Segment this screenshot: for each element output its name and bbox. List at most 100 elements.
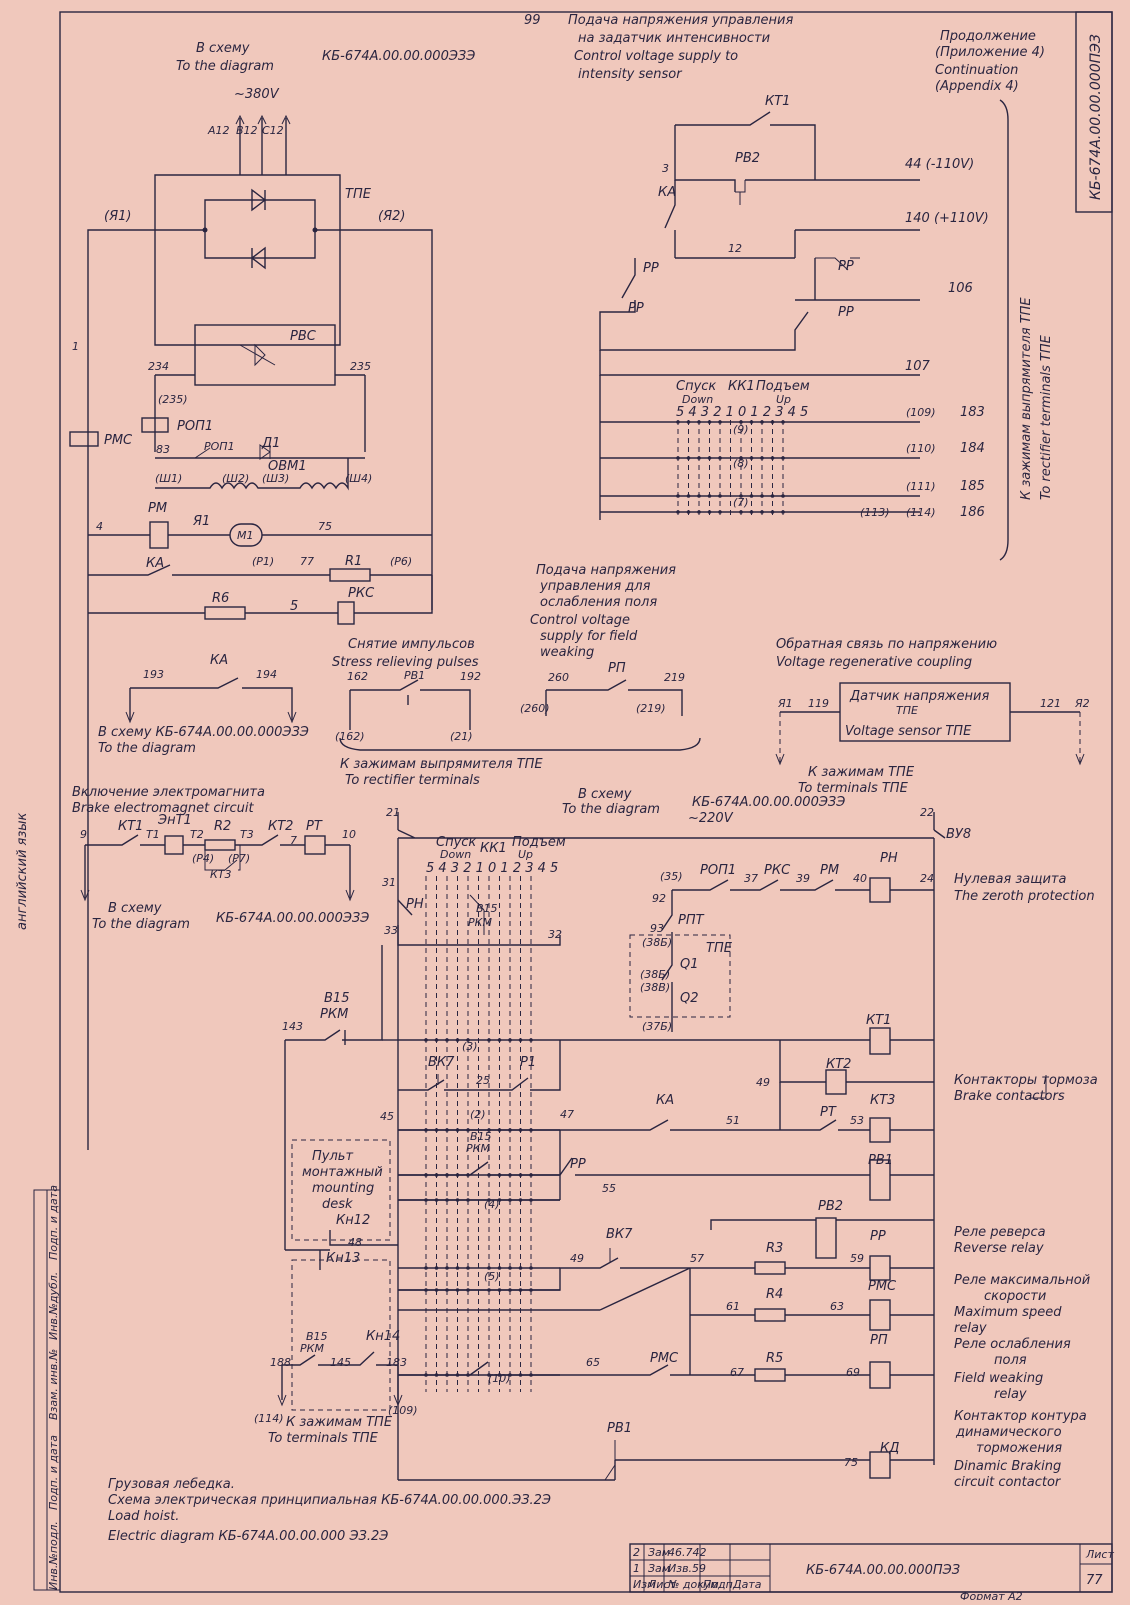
ml-n219p: (219) xyxy=(636,702,666,715)
cc-rp: РП xyxy=(870,1333,888,1348)
tr-title-ru-2: на задатчик интенсивности xyxy=(578,31,770,46)
stamp-cell: 2 xyxy=(633,1546,640,1559)
cc-q1: Q1 xyxy=(680,957,699,972)
r5-resistor xyxy=(754,1368,786,1382)
cc-zero-ru: Нулевая защита xyxy=(954,872,1067,887)
ml-n193: 193 xyxy=(143,668,164,681)
kt2-coil xyxy=(825,1069,847,1095)
cc-kt3: КТ3 xyxy=(870,1093,895,1108)
kk1-contact-dot xyxy=(739,456,743,460)
ml-field-en-2: supply for field xyxy=(540,629,638,644)
cc-n109p: (109) xyxy=(388,1404,418,1417)
kk1-contact-dot xyxy=(781,494,785,498)
kk1-contact-dot xyxy=(749,420,754,424)
kk1-contact-dot xyxy=(707,510,712,514)
cc-vu8: ВУ8 xyxy=(946,827,971,842)
r4-resistor xyxy=(754,1308,786,1322)
kk1-contact-dot xyxy=(770,494,775,498)
kk1-contact-dot xyxy=(676,456,680,460)
kk1-contact-dot xyxy=(676,510,680,514)
kk1-contact-dot xyxy=(718,420,722,424)
cc-n24: 24 xyxy=(920,872,934,885)
cc-dyn-en-1: Dinamic Braking xyxy=(954,1459,1061,1474)
cc-v15: В15 xyxy=(476,902,498,915)
tl-tpe: ТПЕ xyxy=(345,187,372,202)
tl-d1: Д1 xyxy=(261,436,280,451)
side-code: КБ-674А.00.00.000ПЭЗ xyxy=(1088,34,1104,200)
tl-r1: R1 xyxy=(345,554,362,569)
ml-ka: КА xyxy=(210,653,228,668)
cc-desk-en-1: mounting xyxy=(312,1181,374,1196)
ml-n21p: (21) xyxy=(450,730,473,743)
cc-n21: 21 xyxy=(386,806,400,819)
kk1-contact-dot xyxy=(487,1373,491,1377)
cc-rev-en: Reverse relay xyxy=(954,1241,1044,1256)
kk1-contact-dot xyxy=(466,1038,470,1042)
cc-n75: 75 xyxy=(844,1456,858,1469)
tl-sh4: (Ш4) xyxy=(345,472,372,485)
tr-row4-mid: (114) xyxy=(906,506,936,519)
kk1-contact-dot xyxy=(424,1266,428,1270)
stamp-cell: Зам xyxy=(648,1546,670,1559)
ml-rp: РП xyxy=(608,661,626,676)
cc-header-volt: ~220V xyxy=(688,811,734,826)
tl-to-scheme-en: To the diagram xyxy=(176,59,274,74)
tr-n140: 140 (+110V) xyxy=(905,211,989,226)
cc-n57: 57 xyxy=(690,1252,704,1265)
tl-p6: (Р6) xyxy=(390,555,412,568)
cc-vk7: ВК7 xyxy=(428,1055,455,1070)
cc-rkmb: РКМ xyxy=(320,1007,348,1022)
tr-continuation-4: (Appendix 4) xyxy=(935,79,1019,94)
cc-rv1b: РВ1 xyxy=(607,1421,632,1436)
cc-rm: РМ xyxy=(820,863,839,878)
kk1-contact-dot xyxy=(718,510,722,514)
cc-rms: РМС xyxy=(868,1279,897,1294)
rv2-coil xyxy=(815,1217,837,1259)
tl-ya2: (Я2) xyxy=(378,209,405,224)
tr-row1-left: (9) xyxy=(733,423,749,436)
cc-r5: R5 xyxy=(766,1351,783,1366)
tl-phase-a: А12 xyxy=(207,124,230,137)
tl-rop1-small: РОП1 xyxy=(204,440,235,453)
mr-n121: 121 xyxy=(1040,697,1061,710)
rn-coil xyxy=(869,877,891,903)
br-title-en: Brake electromagnet circuit xyxy=(72,801,254,816)
cc-weak-en-2: relay xyxy=(994,1387,1027,1402)
kk1-contact-dot xyxy=(697,456,701,460)
kk1-contact-dot xyxy=(697,420,701,424)
br-n7: 7 xyxy=(290,834,297,847)
tr-rr-1: РР xyxy=(643,261,659,276)
kk1-contact-dot xyxy=(497,1266,502,1270)
tr-title-en-2: intensity sensor xyxy=(578,67,683,82)
cc-n53: 53 xyxy=(850,1114,864,1127)
tr-row3-mid: (111) xyxy=(906,480,936,493)
cc-n39: 39 xyxy=(796,872,810,885)
cc-rr2: РР xyxy=(870,1229,886,1244)
cc-n10p: (10) xyxy=(488,1372,511,1385)
tl-ya1b: Я1 xyxy=(192,514,210,529)
mounting-desk-box xyxy=(291,1139,391,1241)
ml-n219: 219 xyxy=(664,671,685,684)
kk1-contact-dot xyxy=(760,420,764,424)
mr-sensor-en: Voltage sensor ТПЕ xyxy=(845,724,972,739)
kk1-contact-dot xyxy=(529,1266,533,1270)
cc-rkmc: РКМ xyxy=(466,1142,490,1155)
tl-phase-b: В12 xyxy=(236,124,258,137)
kk1-contact-dot xyxy=(445,1038,449,1042)
cc-n33: 33 xyxy=(384,924,398,937)
stamp-cell: Лист xyxy=(647,1578,676,1591)
r3-resistor xyxy=(754,1261,786,1275)
tr-kk1-up-en: Up xyxy=(776,393,791,406)
kk1-contact-dot xyxy=(781,420,785,424)
br-t3: Т3 xyxy=(240,828,254,841)
tr-n3: 3 xyxy=(662,162,669,175)
cc-header-ru: В схему xyxy=(578,787,632,802)
margin-stamp-1: Инв.№подл. xyxy=(47,1521,60,1590)
kk1-contact-dot xyxy=(487,1266,491,1270)
tr-row3-left: (7) xyxy=(733,496,749,509)
cc-rop1: РОП1 xyxy=(700,863,736,878)
tl-n83: 83 xyxy=(156,443,170,456)
cc-dyn-ru-3: торможения xyxy=(976,1441,1062,1456)
tr-rr-3: РР xyxy=(628,301,644,316)
kk1-contact-dot xyxy=(434,1038,439,1042)
